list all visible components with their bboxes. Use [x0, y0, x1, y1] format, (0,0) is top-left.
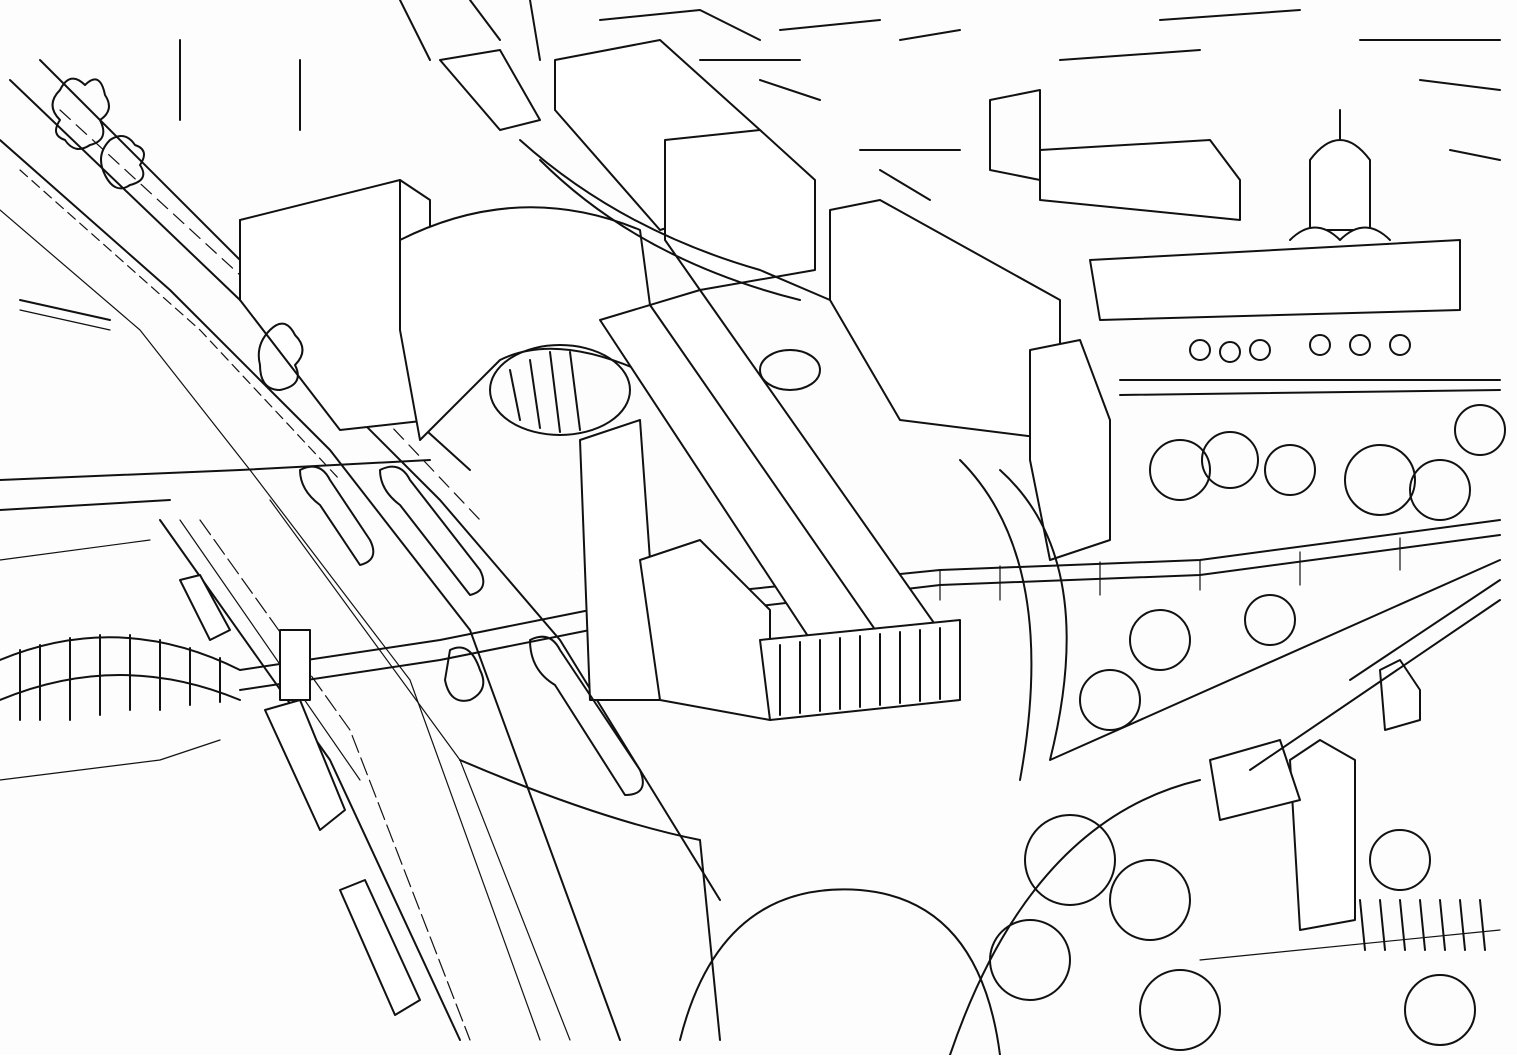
- oval-court: [489, 344, 821, 436]
- barges: [179, 574, 421, 1016]
- monastery: [989, 9, 1501, 321]
- city-blocks: [239, 0, 1111, 561]
- right-buildings: [1199, 579, 1501, 961]
- trees: [51, 77, 1506, 1051]
- background-city: [179, 9, 1501, 201]
- station-hall: [579, 289, 961, 721]
- river-embankment: [0, 299, 461, 1041]
- road: [459, 459, 1501, 1056]
